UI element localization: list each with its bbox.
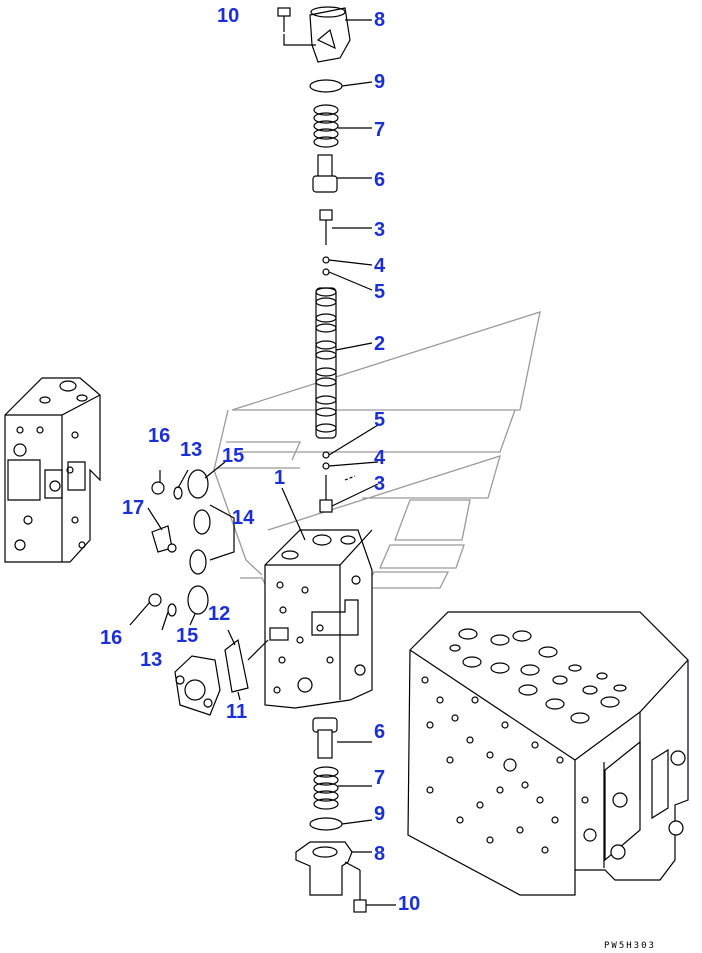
callout-14: 14	[232, 507, 255, 529]
callout-11: 11	[226, 701, 247, 723]
ring-4-top	[322, 256, 330, 264]
callout-8-bot: 8	[374, 843, 385, 865]
callout-3-top: 3	[374, 219, 385, 241]
callout-15-top: 15	[222, 445, 244, 467]
callout-2: 2	[374, 333, 385, 355]
oring-14b	[189, 549, 207, 575]
callout-4-mid: 4	[374, 447, 386, 469]
callout-9-top: 9	[374, 71, 385, 93]
callout-12: 12	[208, 603, 230, 625]
valve-end-cover	[581, 740, 686, 862]
left-valve-section	[4, 377, 101, 563]
valve-front-holes	[421, 676, 564, 854]
callout-15-bot: 15	[176, 625, 198, 647]
stopper-top	[319, 209, 333, 245]
callout-5-top: 5	[374, 281, 385, 303]
callout-5-mid: 5	[374, 409, 385, 431]
ring-4-mid	[322, 462, 330, 470]
spring-bottom	[313, 766, 339, 810]
bottom-cap	[295, 841, 353, 896]
valve-body	[264, 529, 373, 709]
oring-15-bot	[187, 585, 209, 615]
top-cap	[309, 6, 351, 63]
drawing-code: PW5H303	[604, 941, 656, 951]
callout-8-top: 8	[374, 9, 385, 31]
callout-3-mid: 3	[374, 473, 385, 495]
callout-6-top: 6	[374, 169, 385, 191]
oring-bottom	[309, 817, 343, 831]
callout-10-top: 10	[217, 5, 239, 27]
bolt-bottom	[344, 861, 367, 913]
retainer-bottom	[312, 717, 338, 759]
ring-13-bot	[167, 603, 177, 617]
spring-top	[313, 104, 339, 148]
oring-top	[309, 79, 343, 93]
callout-10-bot: 10	[398, 893, 420, 915]
ring-5-top	[322, 268, 330, 276]
callout-6-bot: 6	[374, 721, 385, 743]
ring-5-mid	[322, 451, 330, 459]
oring-14a	[193, 509, 211, 535]
leader-lines	[129, 19, 396, 906]
callout-16-bot: 16	[100, 627, 122, 649]
pin-17	[151, 525, 177, 553]
callout-1: 1	[274, 467, 285, 489]
bolt-top	[277, 7, 316, 46]
oring-15-top	[187, 469, 209, 499]
callout-4-top: 4	[374, 255, 386, 277]
side-cover	[174, 655, 221, 716]
callouts: 10 8 9 7 6 3 4 5 2 5 4 3 1 16 13 15 17 1…	[100, 5, 420, 915]
callout-17: 17	[122, 497, 144, 519]
plug-16-top	[151, 481, 165, 495]
main-control-valve	[407, 611, 689, 896]
retainer-top	[312, 154, 338, 193]
stopper-mid	[319, 475, 333, 513]
callout-16-top: 16	[148, 425, 170, 447]
callout-13-bot: 13	[140, 649, 162, 671]
plug-16-bot	[148, 593, 162, 607]
callout-13-top: 13	[180, 439, 202, 461]
gasket-12	[224, 638, 249, 693]
spool	[315, 287, 337, 439]
ring-13-top	[173, 486, 183, 500]
callout-9-bot: 9	[374, 803, 385, 825]
callout-7-bot: 7	[374, 767, 385, 789]
valve-top-ports	[449, 628, 627, 724]
callout-7-top: 7	[374, 119, 385, 141]
